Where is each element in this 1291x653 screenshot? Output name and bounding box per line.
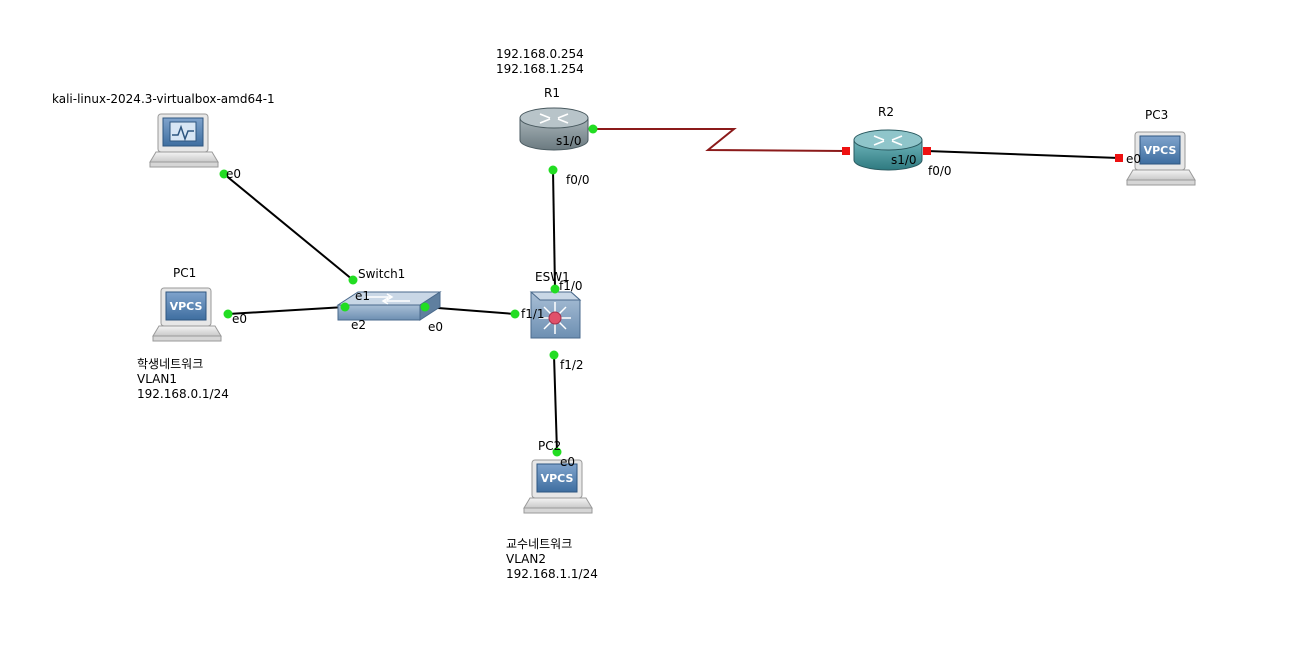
port-down-indicator [1115,154,1123,162]
link-kali-switch1[interactable] [223,173,354,281]
pc1-screen-text: VPCS [169,299,203,313]
port-label-switch1-e0: e0 [428,320,444,334]
port-up-indicator [552,447,562,457]
port-up-indicator [420,302,430,312]
port-label-switch1-e2: e2 [351,318,367,332]
link-esw1-pc2[interactable] [553,354,558,453]
port-down-indicator [923,147,931,155]
port-label-esw1-f1-2: f1/2 [560,358,584,372]
pc1-computer-icon[interactable] [152,287,222,342]
pc3-screen-text: VPCS [1143,143,1177,157]
r2-node-label[interactable]: R2 [878,105,894,119]
port-label-r1-f0-0: f0/0 [566,173,590,187]
serial-link-r1-r2[interactable] [593,128,847,152]
port-down-indicator [842,147,850,155]
r1-node-label[interactable]: R1 [544,86,560,100]
port-up-indicator [340,302,350,312]
port-label-switch1-e1: e1 [355,289,371,303]
pc3-node-label[interactable]: PC3 [1145,108,1169,122]
port-up-indicator [510,309,520,319]
port-label-esw1-f1-0: f1/0 [559,279,583,293]
r1-ip-note: 192.168.0.254 192.168.1.254 [496,47,584,77]
port-up-indicator [348,275,358,285]
note-line: 교수네트워크 [506,537,573,551]
port-label-pc3-e0: e0 [1126,152,1142,166]
port-status-markers [219,124,1123,457]
port-up-indicator [550,284,560,294]
note-line: 학생네트워크 [137,357,204,371]
pc2-info-note: 교수네트워크 VLAN2 192.168.1.1/24 [506,537,598,582]
port-up-indicator [219,169,229,179]
port-label-pc2-e0: e0 [560,455,576,469]
port-label-r2-s1-0: s1/0 [891,153,917,167]
esw1-multilayer-switch-icon[interactable] [529,291,582,339]
note-line: 192.168.1.254 [496,62,584,76]
port-label-r2-f0-0: f0/0 [928,164,952,178]
link-r1-esw1[interactable] [552,169,556,290]
link-switch1-esw1[interactable] [424,306,516,315]
kali-node-label[interactable]: kali-linux-2024.3-virtualbox-amd64-1 [52,92,275,106]
esw1-node-label[interactable]: ESW1 [535,270,570,284]
link-r2-pc3[interactable] [926,150,1120,159]
note-line: 192.168.1.1/24 [506,567,598,581]
r2-router-icon[interactable] [853,129,923,171]
note-line: VLAN1 [137,372,177,386]
note-line: VLAN2 [506,552,546,566]
note-line: 192.168.0.254 [496,47,584,61]
pc2-computer-icon[interactable] [523,459,593,514]
note-line: 192.168.0.1/24 [137,387,229,401]
port-up-indicator [549,350,559,360]
link-pc1-switch1[interactable] [227,306,346,315]
port-label-pc1-e0: e0 [232,312,248,326]
port-label-kali-e0: e0 [226,167,242,181]
pc3-computer-icon[interactable] [1126,131,1196,186]
port-up-indicator [223,309,233,319]
switch1-node-label[interactable]: Switch1 [358,267,406,281]
pc2-node-label[interactable]: PC2 [538,439,562,453]
pc1-info-note: 학생네트워크 VLAN1 192.168.0.1/24 [137,357,229,402]
pc2-screen-text: VPCS [540,471,574,485]
pc1-node-label[interactable]: PC1 [173,266,197,280]
kali-computer-icon[interactable] [149,113,219,168]
switch1-icon[interactable] [336,291,442,321]
port-label-esw1-f1-1: f1/1 [521,307,545,321]
port-up-indicator [588,124,598,134]
port-label-r1-s1-0: s1/0 [556,134,582,148]
port-up-indicator [548,165,558,175]
r1-router-icon[interactable] [519,107,589,151]
